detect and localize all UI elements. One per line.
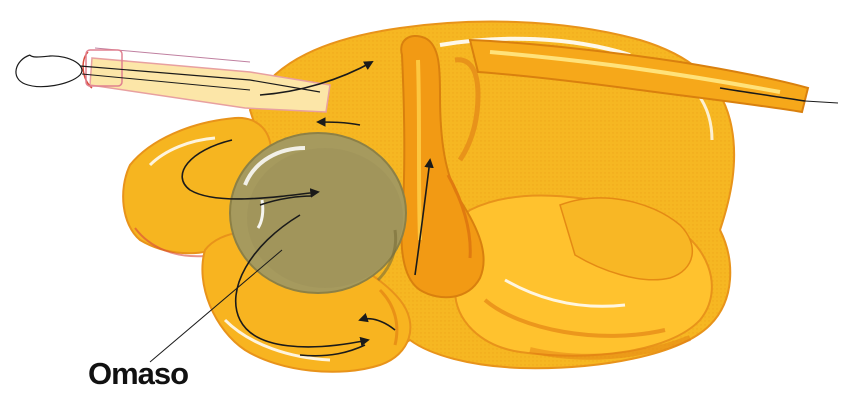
esophagus [16,48,330,112]
omaso-label: Omaso [88,358,188,389]
omasum [230,133,406,293]
